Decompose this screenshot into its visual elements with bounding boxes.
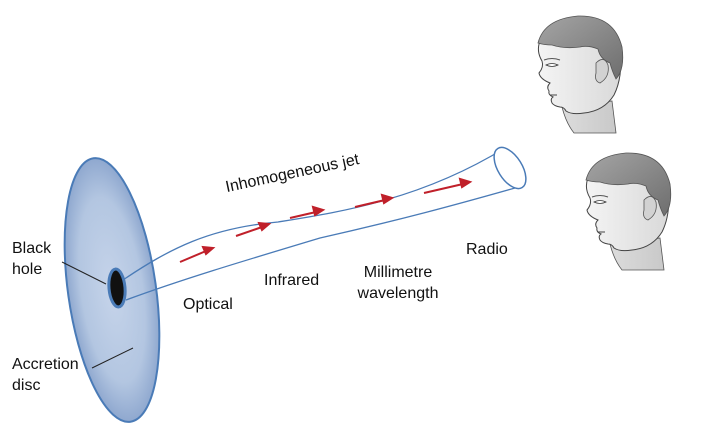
- arrowhead-infrared-2: [311, 205, 326, 217]
- arrowhead-radio: [458, 177, 473, 189]
- arrow-infrared: [235, 226, 263, 237]
- optical-label: Optical: [183, 296, 233, 313]
- black-hole-leader-line: [61, 261, 107, 285]
- black-hole-label: Black hole: [12, 238, 51, 280]
- arrow-optical: [179, 250, 207, 263]
- observer-head-icon: [537, 15, 624, 134]
- arrow-millimetre: [354, 199, 386, 208]
- accretion-disc-label: Accretion disc: [12, 354, 79, 396]
- accretion-disc-leader-line: [91, 347, 134, 369]
- infrared-label: Infrared: [264, 272, 320, 289]
- jet-opening: [493, 146, 527, 190]
- accretion-disc-label-line-1: Accretion: [12, 356, 79, 373]
- arrow-infrared-2: [289, 211, 317, 219]
- millimetre-label-line-2: wavelength: [357, 285, 439, 302]
- observer-head-icon: [585, 152, 672, 271]
- millimetre-label-line-1: Millimetre: [363, 264, 433, 281]
- emission-arrows: [179, 177, 473, 263]
- arrowhead-optical: [201, 245, 216, 256]
- millimetre-label: Millimetre wavelength: [348, 262, 448, 304]
- arrowhead-infrared: [257, 221, 272, 232]
- accretion-disc-label-line-2: disc: [12, 377, 41, 394]
- radio-label: Radio: [466, 241, 508, 258]
- black-hole-label-line-1: Black: [12, 240, 52, 257]
- jet-tube-outline: [119, 147, 516, 301]
- arrow-radio: [423, 183, 464, 194]
- black-hole-shape: [107, 267, 127, 309]
- black-hole-label-line-2: hole: [12, 261, 43, 278]
- arrowhead-millimetre: [380, 193, 395, 205]
